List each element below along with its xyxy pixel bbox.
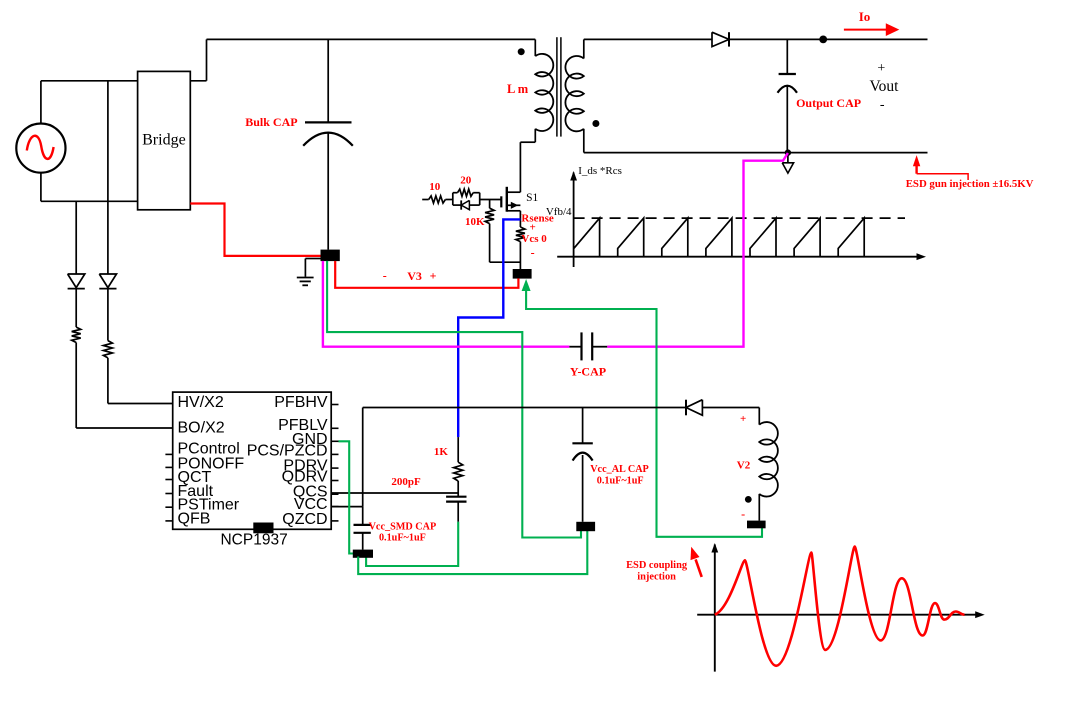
- svg-text:10: 10: [429, 181, 441, 193]
- svg-text:V2: V2: [737, 460, 751, 472]
- svg-text:Bulk CAP: Bulk CAP: [245, 115, 297, 129]
- svg-text:Vcc_AL CAP: Vcc_AL CAP: [590, 464, 649, 475]
- svg-text:-: -: [880, 97, 885, 112]
- svg-text:PDRV: PDRV: [283, 457, 327, 474]
- svg-text:PSTimer: PSTimer: [178, 497, 240, 514]
- svg-text:HV/X2: HV/X2: [178, 394, 224, 411]
- svg-text:QCT: QCT: [178, 469, 212, 486]
- svg-text:VCC: VCC: [294, 496, 328, 513]
- svg-text:-: -: [383, 269, 387, 283]
- svg-text:PFBLV: PFBLV: [278, 417, 328, 434]
- svg-text:PFBHV: PFBHV: [274, 394, 328, 411]
- svg-text:1K: 1K: [434, 446, 449, 458]
- svg-text:-: -: [741, 507, 745, 521]
- svg-text:I_ds *Rcs: I_ds *Rcs: [578, 165, 622, 177]
- svg-text:PControl: PControl: [178, 441, 240, 458]
- svg-text:-: -: [531, 245, 535, 259]
- svg-text:+: +: [740, 413, 746, 425]
- svg-text:GND: GND: [292, 431, 328, 448]
- svg-text:Rsense: Rsense: [521, 213, 554, 225]
- svg-text:Y-CAP: Y-CAP: [570, 365, 606, 379]
- svg-text:10K: 10K: [465, 216, 485, 228]
- svg-text:NCP1937: NCP1937: [220, 531, 287, 548]
- svg-text:S1: S1: [526, 192, 538, 204]
- svg-text:injection: injection: [637, 571, 676, 582]
- svg-text:0.1uF~1uF: 0.1uF~1uF: [597, 476, 644, 487]
- svg-text:200pF: 200pF: [391, 476, 421, 488]
- svg-text:QZCD: QZCD: [282, 511, 327, 528]
- svg-text:Output CAP: Output CAP: [796, 96, 861, 110]
- svg-text:Vcc_SMD CAP: Vcc_SMD CAP: [369, 522, 437, 533]
- svg-text:QFB: QFB: [178, 511, 211, 528]
- svg-text:+: +: [430, 269, 437, 283]
- svg-text:Bridge: Bridge: [142, 131, 186, 148]
- svg-text:ESD gun injection ±16.5KV: ESD gun injection ±16.5KV: [906, 178, 1034, 190]
- svg-text:Fault: Fault: [178, 483, 214, 500]
- svg-text:+: +: [877, 61, 885, 76]
- svg-text:PONOFF: PONOFF: [178, 455, 245, 472]
- svg-text:Vout: Vout: [869, 78, 899, 95]
- svg-text:20: 20: [460, 175, 472, 187]
- svg-text:QCS: QCS: [293, 484, 328, 501]
- svg-text:L m: L m: [507, 82, 529, 96]
- svg-text:Vfb/4: Vfb/4: [546, 206, 572, 218]
- svg-text:Vcs 0: Vcs 0: [521, 233, 547, 245]
- svg-text:+: +: [529, 222, 535, 234]
- svg-text:QDRV: QDRV: [282, 468, 328, 485]
- svg-text:BO/X2: BO/X2: [178, 420, 225, 437]
- svg-text:V3: V3: [407, 269, 422, 283]
- svg-text:Io: Io: [859, 9, 871, 24]
- svg-text:ESD coupling: ESD coupling: [626, 560, 688, 571]
- svg-text:0.1uF~1uF: 0.1uF~1uF: [379, 532, 426, 543]
- svg-text:PCS/PZCD: PCS/PZCD: [247, 442, 328, 459]
